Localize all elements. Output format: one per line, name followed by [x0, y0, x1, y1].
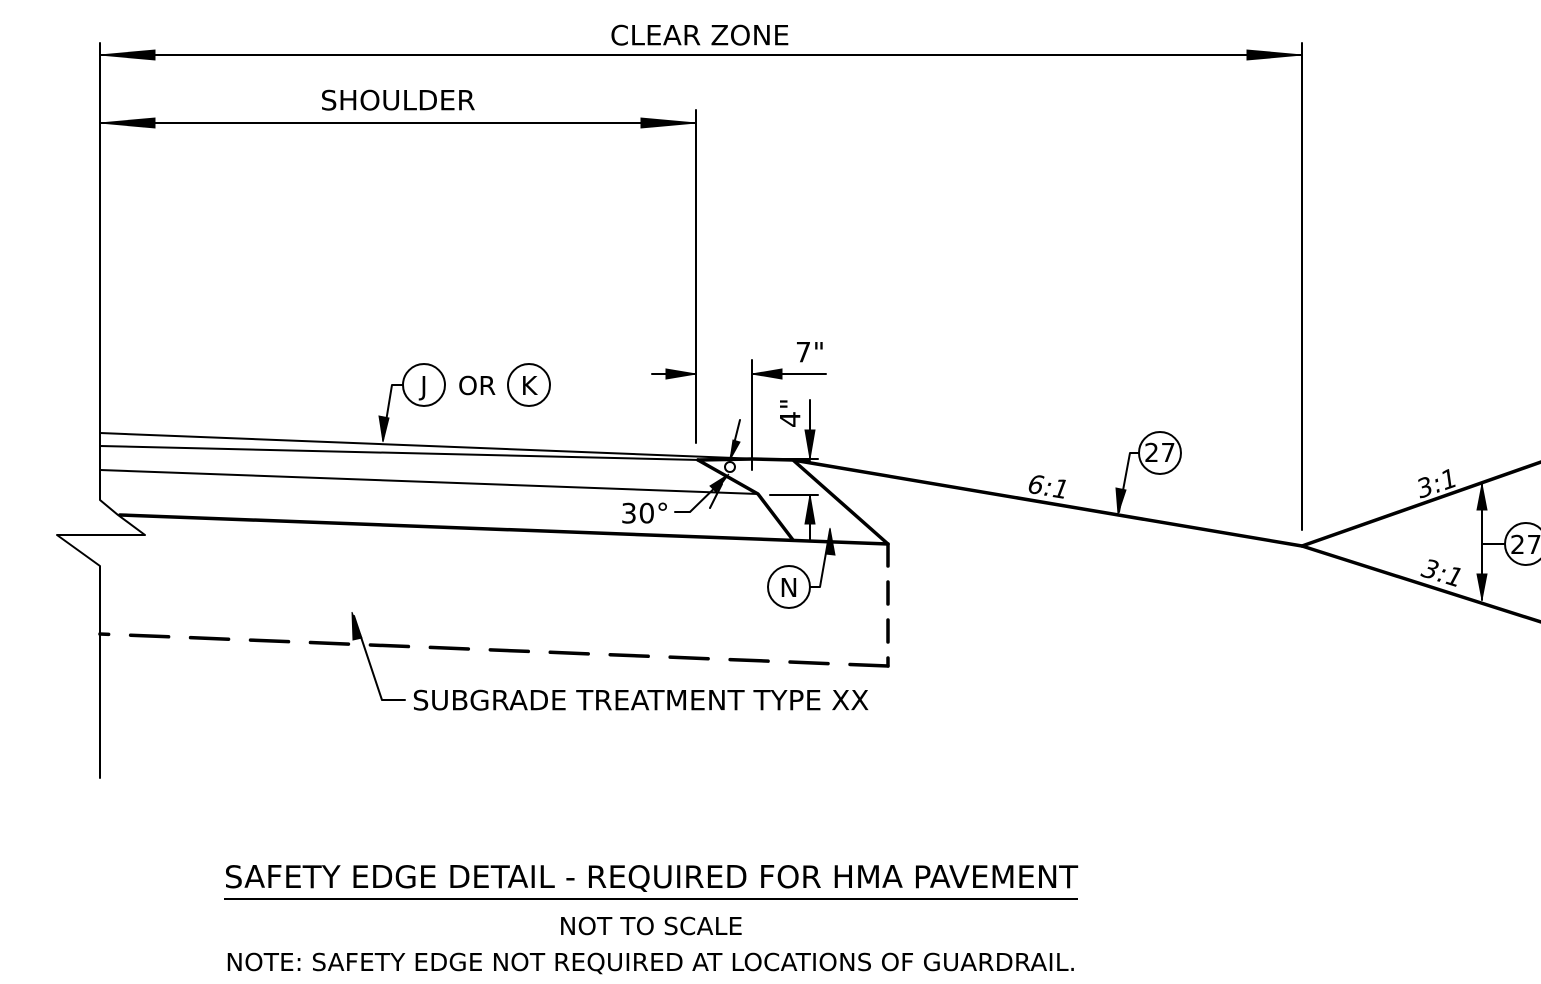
dim-7in-label: 7"	[795, 336, 826, 369]
dim-4in-arrow-bottom	[804, 494, 816, 525]
callout-27-top-label: 27	[1143, 439, 1176, 469]
safety-edge-inner	[696, 458, 795, 542]
callout-j-label: J	[418, 372, 428, 402]
backslope-lower-line	[1300, 544, 1541, 624]
dim-4in-arrow-top	[804, 429, 816, 460]
angle-leader-tail	[709, 483, 723, 509]
clear-zone-label: CLEAR ZONE	[610, 19, 790, 52]
callout-n-leader	[809, 529, 831, 588]
shoulder-arrow-left	[99, 117, 156, 129]
angle-label: 30°	[620, 497, 670, 530]
callout-or-label: OR	[458, 372, 497, 402]
base-bottom-line	[118, 513, 890, 546]
left-break-line	[56, 419, 146, 779]
shoulder-label: SHOULDER	[320, 84, 476, 117]
backslope-angle-arrow-top	[1476, 483, 1488, 511]
foreslope-line	[791, 458, 1304, 548]
angle-arrow-up	[729, 439, 741, 461]
dim-7in-arrow-right	[751, 368, 783, 380]
callout-n-label: N	[779, 574, 798, 604]
callout-n-arrow	[825, 527, 836, 556]
dim-7in-arrow-left	[665, 368, 697, 380]
subgrade-bottom-dashed	[98, 632, 890, 668]
callout-27-right-circle	[1504, 522, 1541, 566]
backslope-upper-label: 3:1	[1413, 463, 1462, 505]
safety-edge-top	[696, 457, 754, 462]
pavement-layer-line-2	[99, 469, 759, 495]
callout-jk-arrow	[378, 415, 390, 443]
guardrail-note: NOTE: SAFETY EDGE NOT REQUIRED AT LOCATI…	[225, 948, 1077, 977]
pavement-surface-line	[99, 432, 811, 462]
angle-arrow	[709, 473, 730, 493]
hinge-point-marker	[724, 461, 736, 473]
subgrade-label: SUBGRADE TREATMENT TYPE XX	[412, 684, 870, 717]
callout-k-label: K	[520, 372, 538, 402]
subgrade-arrow	[351, 611, 363, 641]
clear-zone-arrow-right	[1246, 49, 1303, 61]
foreslope-label: 6:1	[1025, 470, 1071, 507]
pavement-layer-line-1	[99, 445, 701, 461]
backslope-upper-line	[1300, 460, 1541, 548]
callout-k-circle	[507, 363, 551, 407]
scale-note: NOT TO SCALE	[558, 912, 744, 941]
detail-title: SAFETY EDGE DETAIL - REQUIRED FOR HMA PA…	[0, 860, 1302, 900]
callout-27-top-arrow	[1115, 487, 1127, 515]
callout-27-right-label: 27	[1509, 531, 1541, 561]
backslope-angle-arrow-bottom	[1476, 573, 1488, 601]
clear-zone-arrow-left	[99, 49, 156, 61]
shoulder-arrow-right	[640, 117, 697, 129]
backslope-lower-label: 3:1	[1418, 554, 1467, 595]
dim-4in-label: 4"	[774, 398, 807, 429]
subgrade-leader	[353, 615, 406, 701]
